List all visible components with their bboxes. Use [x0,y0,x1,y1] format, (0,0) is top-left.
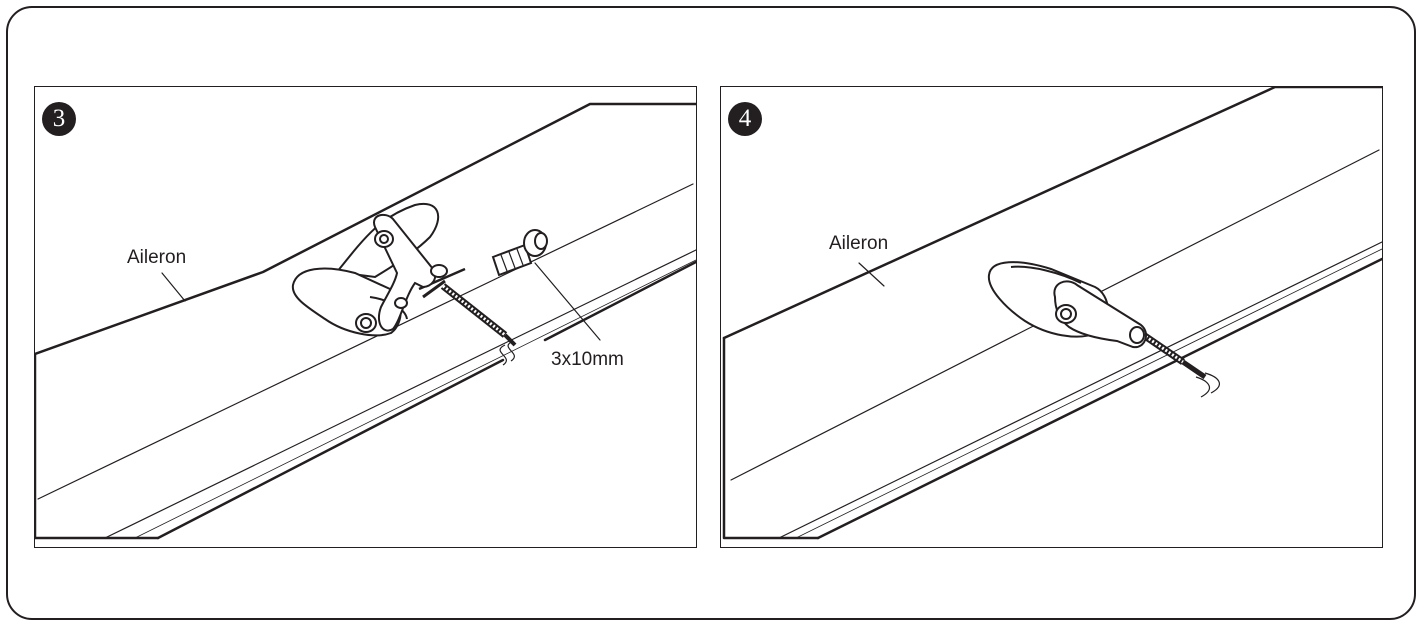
aileron-lower-edge-2 [543,260,696,342]
control-horn-arm [1053,280,1148,349]
step-4-panel: 4 Aileron [720,86,1383,548]
aileron-lower-edge [816,257,1382,540]
aileron-outline [35,102,696,356]
step-3-panel: 3 Aileron 3x10mm [34,86,697,548]
hinge-line [37,183,694,500]
step-number-badge: 4 [728,102,762,136]
step-number-badge: 3 [42,102,76,136]
step-3-illustration [35,102,696,540]
aileron-lower-edge [156,358,505,540]
bevel-line-b [795,248,1382,539]
bevel-line-a [778,241,1382,539]
bevel-line-a [104,249,696,539]
aileron-label-leader [858,262,885,287]
aileron-label: Aileron [829,233,889,254]
control-horn-base [291,267,408,337]
screw-label-leader [534,262,601,341]
aileron-label-leader [161,272,186,302]
pushrod [418,267,517,366]
screw [491,229,548,277]
aileron-root-edge [35,352,160,540]
bevel-line-b [134,259,696,539]
screw-size-label: 3x10mm [551,349,624,370]
page-frame [6,6,1416,620]
step-4-illustration [722,87,1382,540]
aileron-outline [722,87,1382,340]
aileron-label: Aileron [127,247,187,268]
aileron-root-edge [722,336,820,540]
control-horn-arm [373,213,448,332]
